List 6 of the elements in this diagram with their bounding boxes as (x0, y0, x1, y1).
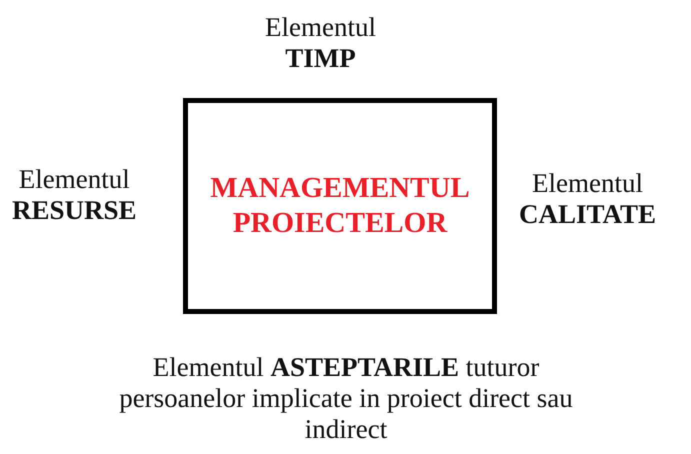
process-box (183, 98, 497, 314)
element-label: Elementul ASTEPTARILE tuturor persoanelor implicate in proiect direct sau indirect (118, 352, 574, 446)
element-label: Elementul TIMP (265, 12, 376, 74)
box-title: MANAGEMENTUL PROIECTELOR (209, 171, 471, 241)
element-label: Elementul CALITATE (519, 168, 656, 230)
element-label: Elementul RESURSE (12, 164, 137, 226)
